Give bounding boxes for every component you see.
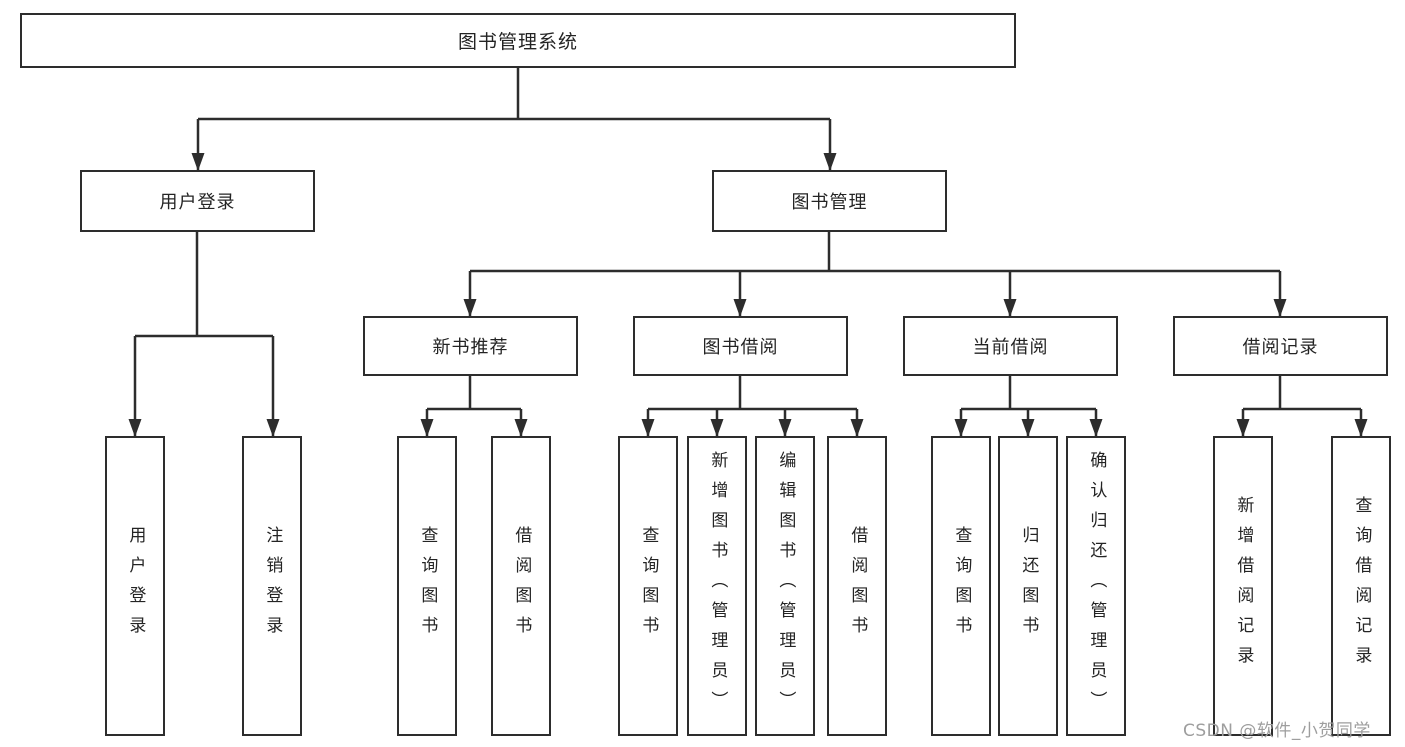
node-label: 新增借阅记录 — [1233, 496, 1254, 676]
node-label: 用户登录 — [159, 192, 236, 213]
node-user-login: 用户登录 — [80, 170, 315, 232]
node-library-system: 图书管理系统 — [20, 13, 1016, 68]
node-label: 用户登录 — [125, 526, 146, 646]
node-label: 查询借阅记录 — [1351, 496, 1372, 676]
node-current-borrowing: 当前借阅 — [903, 316, 1118, 376]
leaf-current-query-books: 查询图书 — [931, 436, 991, 736]
connector-trunk-lines — [135, 68, 1361, 411]
node-label: 图书管理 — [791, 192, 868, 213]
leaf-user-login: 用户登录 — [105, 436, 165, 736]
node-label: 新书推荐 — [432, 337, 509, 358]
leaf-return-book: 归还图书 — [998, 436, 1058, 736]
leaf-recommend-borrow-books: 借阅图书 — [491, 436, 551, 736]
node-label: 注销登录 — [262, 526, 283, 646]
node-label: 图书借阅 — [702, 337, 779, 358]
leaf-logout: 注销登录 — [242, 436, 302, 736]
leaf-add-book-admin: 新增图书（管理员） — [687, 436, 747, 736]
node-book-management: 图书管理 — [712, 170, 947, 232]
node-label: 借阅图书 — [511, 526, 532, 646]
node-label: 查询图书 — [417, 526, 438, 646]
csdn-watermark: CSDN @软件_小贺同学 — [1183, 721, 1371, 741]
leaf-recommend-query-books: 查询图书 — [397, 436, 457, 736]
node-label: 借阅记录 — [1242, 337, 1319, 358]
node-label: 当前借阅 — [972, 337, 1049, 358]
node-label: 新增图书（管理员） — [707, 451, 728, 721]
node-book-borrowing: 图书借阅 — [633, 316, 848, 376]
leaf-confirm-return-admin: 确认归还（管理员） — [1066, 436, 1126, 736]
node-label: 编辑图书（管理员） — [775, 451, 796, 721]
node-label: 图书管理系统 — [457, 31, 578, 53]
leaf-query-borrow-record: 查询借阅记录 — [1331, 436, 1391, 736]
node-new-book-recommend: 新书推荐 — [363, 316, 578, 376]
node-borrow-records: 借阅记录 — [1173, 316, 1388, 376]
leaf-edit-book-admin: 编辑图书（管理员） — [755, 436, 815, 736]
node-label: 查询图书 — [951, 526, 972, 646]
connector-path — [135, 68, 1361, 411]
arrow-connectors — [128, 119, 1368, 437]
leaf-borrowing-borrow-books: 借阅图书 — [827, 436, 887, 736]
node-label: 归还图书 — [1018, 526, 1039, 646]
leaf-borrowing-query-books: 查询图书 — [618, 436, 678, 736]
node-label: 查询图书 — [638, 526, 659, 646]
node-label: 借阅图书 — [847, 526, 868, 646]
leaf-add-borrow-record: 新增借阅记录 — [1213, 436, 1273, 736]
node-label: 确认归还（管理员） — [1086, 451, 1107, 721]
